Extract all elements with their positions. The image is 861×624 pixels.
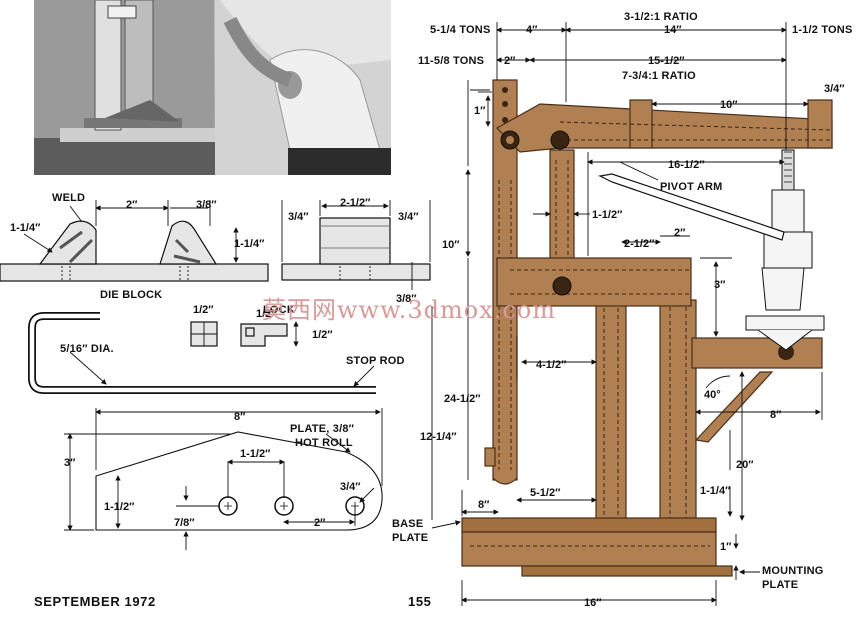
plate-dim-1-1-2-left: 1-1/2″ (104, 501, 135, 513)
lock-drawing: 1/2″ LOCK 1/2″ 1/2″ (190, 304, 333, 347)
press-dim-4: 4″ (526, 24, 538, 36)
die-dim-1-1-4-left: 1-1/4″ (10, 222, 41, 234)
mounting-plate-label-2: PLATE (762, 579, 798, 591)
press-dim-10-left: 10″ (442, 239, 460, 251)
stop-rod-dia: 5/16″ DIA. (60, 343, 114, 355)
press-tons-1-1-2: 1-1/2 TONS (792, 24, 853, 36)
lock-label: LOCK (263, 304, 295, 316)
plate-dim-2: 2″ (314, 517, 326, 529)
base-plate-label-1: BASE (392, 518, 423, 530)
press-dim-5-1-2: 5-1/2″ (530, 487, 561, 499)
press-dim-1b: 1″ (720, 541, 732, 553)
press-drawing: 5-1/4 TONS 11-5/8 TONS 1-1/2 TONS 3-1/2:… (392, 11, 853, 609)
press-dim-10-top: 10″ (720, 99, 738, 111)
lock-dim-1-2-side: 1/2″ (312, 329, 333, 341)
base-plate-label-2: PLATE (392, 532, 428, 544)
press-dim-16: 16″ (584, 597, 602, 609)
press-dim-4-1-2: 4-1/2″ (536, 359, 567, 371)
plate-dim-3: 3″ (64, 457, 76, 469)
press-post-right (659, 299, 697, 525)
press-dim-8-left: 8″ (478, 499, 490, 511)
die-dim-2: 2″ (126, 199, 138, 211)
die-endview-block (319, 217, 391, 265)
press-dim-24-1-2: 24-1/2″ (444, 393, 481, 405)
die-dim-3-4-right: 3/4″ (398, 211, 419, 223)
stop-rod-label: STOP ROD (346, 355, 405, 367)
press-dim-3-4: 3/4″ (824, 83, 845, 95)
mounting-plate-label-1: MOUNTING (762, 565, 823, 577)
press-mounting-plate (521, 565, 733, 577)
press-ratio-7-3-4: 7-3/4:1 RATIO (622, 70, 696, 82)
die-block-base (0, 263, 269, 282)
stop-rod-drawing: 5/16″ DIA. STOP ROD (28, 312, 405, 394)
footer-date: SEPTEMBER 1972 (34, 594, 156, 609)
watermark: 莫西网www.3dmox.com (262, 296, 556, 324)
press-dim-40deg: 40° (704, 389, 721, 401)
plate-dim-7-8: 7/8″ (174, 517, 195, 529)
press-base (461, 531, 717, 567)
die-dim-3-8: 3/8″ (196, 199, 217, 211)
die-dim-2-1-2: 2-1/2″ (340, 197, 371, 209)
die-block-drawing: WELD 1-1/4″ 2″ 3/8″ 1-1/4″ DIE BLOCK 2-1… (0, 192, 431, 305)
press-dim-20: 20″ (736, 459, 754, 471)
die-dim-3-4-left: 3/4″ (288, 211, 309, 223)
press-lever-arm (496, 103, 833, 153)
press-tons-5-1-4: 5-1/4 TONS (430, 24, 491, 36)
press-dim-3: 3″ (714, 279, 726, 291)
press-dim-2b: 2″ (674, 227, 686, 239)
press-ratio-3-1-2: 3-1/2:1 RATIO (624, 11, 698, 23)
plate-label-1: PLATE, 3/8″ (290, 423, 355, 435)
photo: . (34, 0, 391, 175)
press-dim-2: 2″ (504, 55, 516, 67)
die-weld-label: WELD (52, 192, 85, 204)
plate-dim-8: 8″ (234, 411, 246, 423)
lock-dim-1-2-top: 1/2″ (193, 304, 214, 316)
pivot-arm-handle (598, 173, 785, 241)
die-block-wing-right (159, 220, 218, 265)
press-base-plate (461, 517, 717, 533)
plate-outline (95, 431, 383, 531)
plate-dim-1-1-2-top: 1-1/2″ (240, 448, 271, 460)
footer-page-number: 155 (408, 594, 432, 609)
plate-dim-3-4: 3/4″ (340, 481, 361, 493)
lock-dim-1-2-mid: 1/2″ (256, 308, 277, 320)
press-tons-11-5-8: 11-5/8 TONS (418, 55, 484, 67)
die-block-label: DIE BLOCK (100, 289, 162, 301)
press-dim-1-1-2: 1-1/2″ (592, 209, 623, 221)
press-crosshead (496, 257, 692, 307)
press-dim-15-1-2: 15-1/2″ (648, 55, 685, 67)
die-dim-1-1-4-right: 1-1/4″ (234, 238, 265, 250)
press-dim-1: 1″ (474, 105, 486, 117)
press-dim-1-1-4: 1-1/4″ (700, 485, 731, 497)
plate-drawing: 8″ PLATE, 3/8″ HOT ROLL 3″ 1-1/2″ 3/4″ 1… (64, 408, 383, 550)
press-dim-2-1-2: 2-1/2″ (624, 238, 655, 250)
die-dim-3-8-end: 3/8″ (396, 293, 417, 305)
press-dim-12-1-4: 12-1/4″ (420, 431, 457, 443)
press-dim-16-1-2: 16-1/2″ (668, 159, 705, 171)
die-endview-base (281, 263, 431, 281)
pivot-arm-label: PIVOT ARM (660, 181, 723, 193)
jack (598, 149, 825, 351)
press-bracket (691, 337, 823, 369)
press-dim-14: 14″ (664, 24, 682, 36)
press-dim-8-right: 8″ (770, 409, 782, 421)
plate-label-2: HOT ROLL (295, 437, 353, 449)
